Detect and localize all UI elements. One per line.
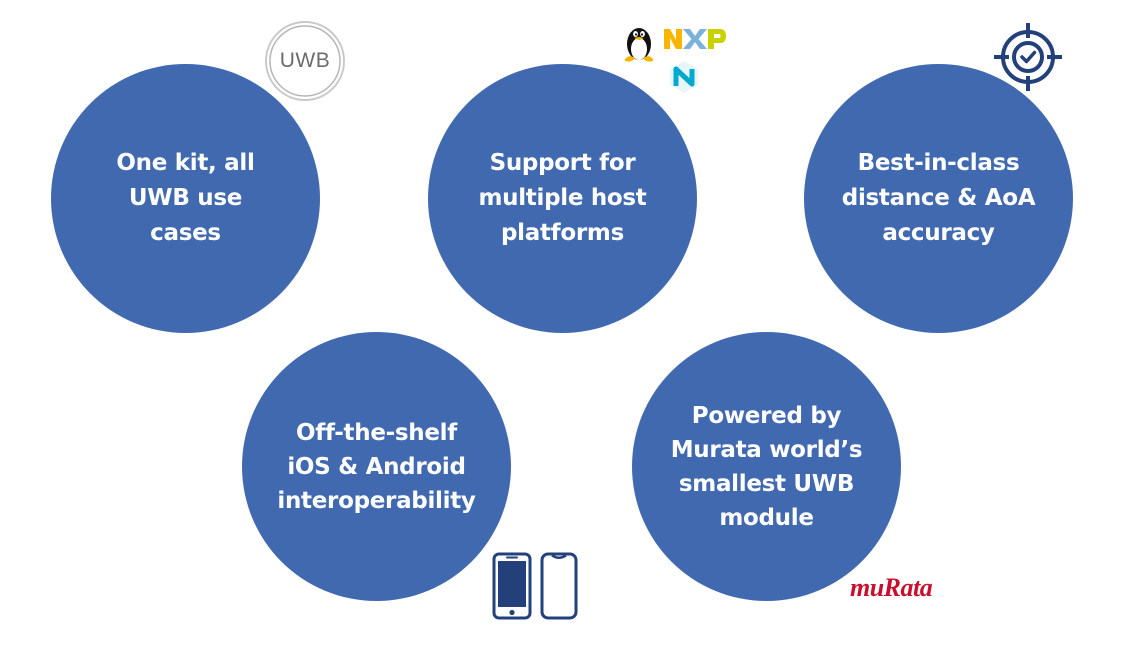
nxp-logo-icon — [662, 26, 728, 52]
feature-circle-uwb-use-cases: One kit, all UWB use cases — [51, 64, 320, 333]
feature-label: Off-the-shelf iOS & Android interoperabi… — [277, 419, 476, 514]
target-crosshair-icon — [993, 22, 1063, 92]
feature-label: Support for multiple host platforms — [478, 150, 647, 246]
smartphones-icon — [492, 552, 580, 622]
uwb-logo-text: UWB — [279, 49, 331, 72]
feature-circle-murata-module: Powered by Murata world’s smallest UWB m… — [632, 332, 901, 601]
murata-logo: muRata — [850, 573, 933, 602]
feature-label: One kit, all UWB use cases — [116, 150, 255, 246]
nordic-semiconductor-icon — [667, 60, 701, 94]
feature-label: Powered by Murata world’s smallest UWB m… — [670, 402, 863, 531]
feature-circle-host-platforms: Support for multiple host platforms — [428, 64, 697, 333]
linux-tux-icon — [620, 22, 658, 64]
feature-circle-interoperability: Off-the-shelf iOS & Android interoperabi… — [242, 332, 511, 601]
feature-label: Best-in-class distance & AoA accuracy — [841, 150, 1036, 246]
uwb-badge-icon: UWB — [264, 20, 346, 102]
feature-circle-accuracy: Best-in-class distance & AoA accuracy — [804, 64, 1073, 333]
